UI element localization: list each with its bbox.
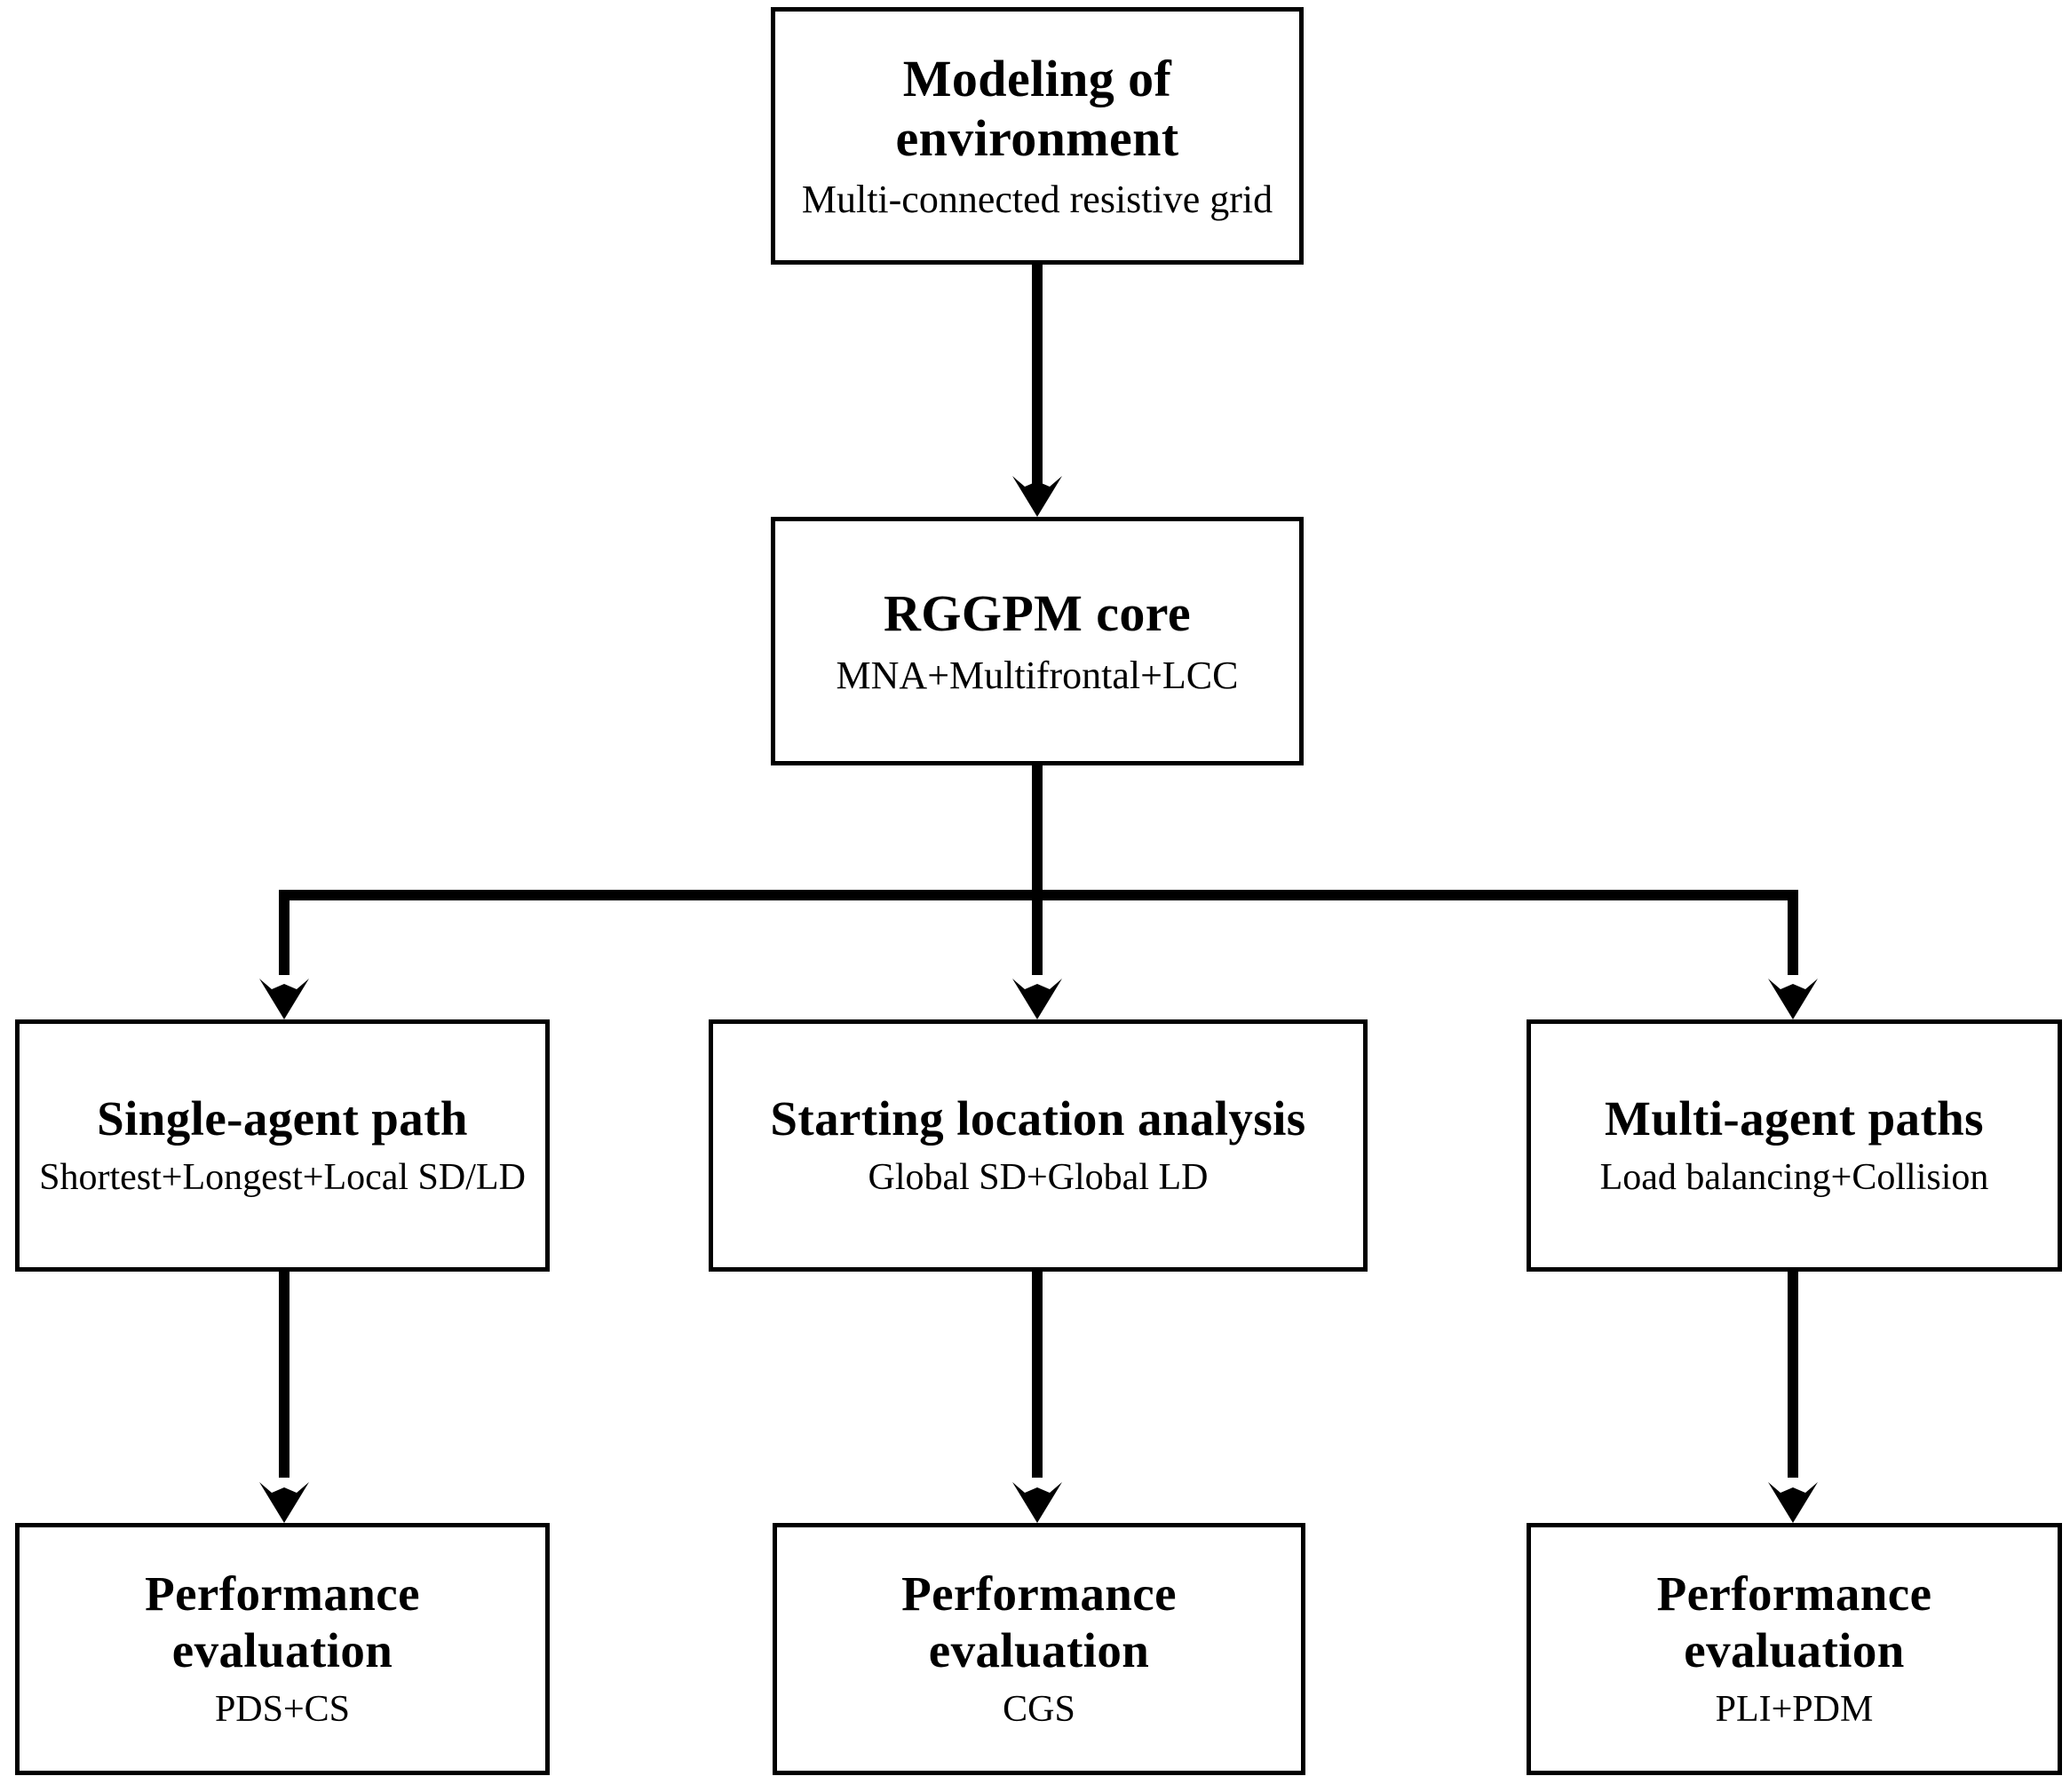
node-title: Modeling of environment [895, 49, 1179, 168]
node-performance-evaluation-middle[interactable]: Performance evaluation CGS [773, 1523, 1305, 1775]
node-subtitle: PLI+PDM [1715, 1689, 1874, 1731]
edge-core-to-single-agent-arrowhead [259, 979, 309, 1019]
edge-starting-location-to-eval-arrowhead [1012, 1482, 1062, 1523]
node-title: Single-agent path [97, 1091, 468, 1146]
edge-modeling-to-core-arrowhead [1012, 476, 1062, 517]
node-title: Multi-agent paths [1605, 1091, 1984, 1146]
node-subtitle: MNA+Multifrontal+LCC [836, 653, 1239, 697]
node-subtitle: PDS+CS [214, 1689, 351, 1731]
node-single-agent-path[interactable]: Single-agent path Shortest+Longest+Local… [15, 1019, 550, 1272]
node-subtitle: CGS [1003, 1689, 1075, 1731]
node-performance-evaluation-left[interactable]: Performance evaluation PDS+CS [15, 1523, 550, 1775]
node-rggpm-core[interactable]: RGGPM core MNA+Multifrontal+LCC [771, 517, 1304, 765]
edge-starting-location-to-eval-line [1032, 1272, 1043, 1478]
node-title: RGGPM core [884, 584, 1191, 643]
edge-core-to-starting-location-line [1032, 890, 1043, 975]
node-modeling-of-environment[interactable]: Modeling of environment Multi-connected … [771, 7, 1304, 265]
edge-core-to-multi-agent-line [1788, 890, 1798, 975]
node-title: Performance evaluation [1656, 1566, 1932, 1678]
node-subtitle: Global SD+Global LD [868, 1157, 1209, 1199]
node-performance-evaluation-right[interactable]: Performance evaluation PLI+PDM [1527, 1523, 2062, 1775]
node-subtitle: Multi-connected resistive grid [801, 178, 1273, 222]
node-title: Performance evaluation [145, 1566, 420, 1678]
node-starting-location-analysis[interactable]: Starting location analysis Global SD+Glo… [709, 1019, 1368, 1272]
edge-core-to-starting-location-arrowhead [1012, 979, 1062, 1019]
edge-core-to-single-agent-line [279, 890, 289, 975]
edge-single-agent-to-eval-arrowhead [259, 1482, 309, 1523]
node-subtitle: Load balancing+Collision [1599, 1157, 1989, 1199]
node-title: Starting location analysis [770, 1091, 1306, 1146]
node-subtitle: Shortest+Longest+Local SD/LD [39, 1157, 526, 1199]
edge-single-agent-to-eval-line [279, 1272, 289, 1478]
edge-multi-agent-to-eval-arrowhead [1768, 1482, 1818, 1523]
node-multi-agent-paths[interactable]: Multi-agent paths Load balancing+Collisi… [1527, 1019, 2062, 1272]
edge-core-trunk-line [1032, 765, 1043, 900]
edge-multi-agent-to-eval-line [1788, 1272, 1798, 1478]
edge-modeling-to-core-line [1032, 265, 1043, 488]
edge-core-to-multi-agent-arrowhead [1768, 979, 1818, 1019]
node-title: Performance evaluation [901, 1566, 1177, 1678]
